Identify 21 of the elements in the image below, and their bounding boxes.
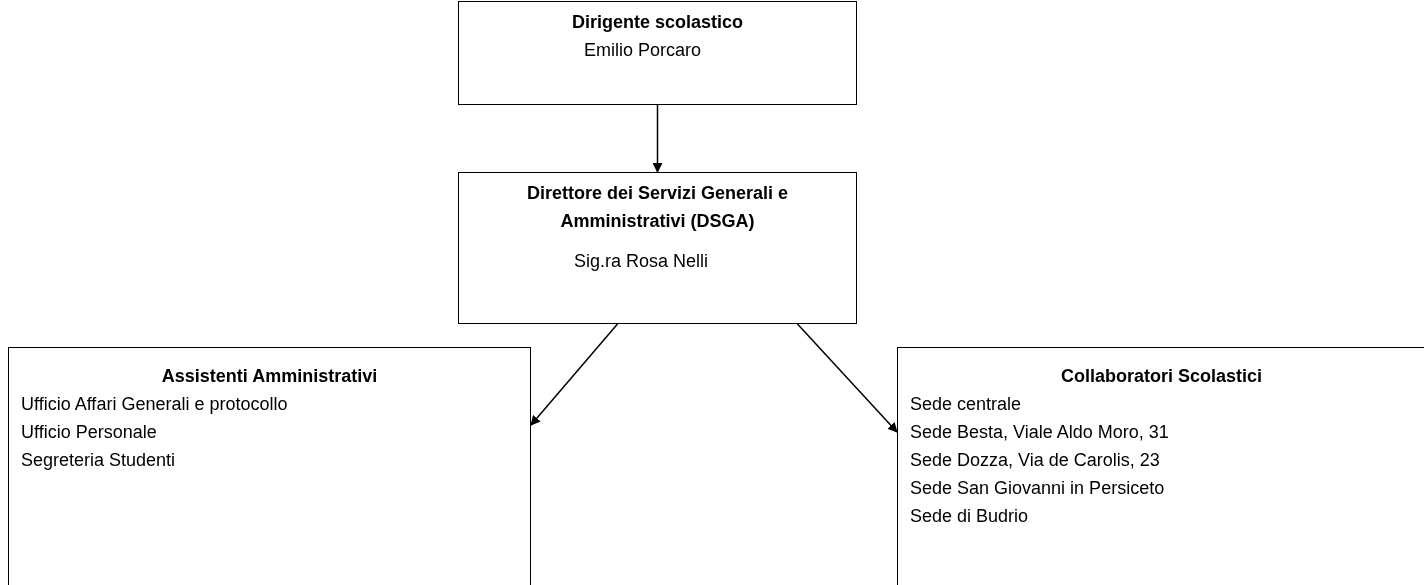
org-box [458, 1, 857, 105]
node-heading: Dirigente scolastico [570, 11, 745, 34]
list-item: Sede di Budrio [910, 505, 1030, 528]
org-box [458, 172, 857, 324]
node-heading: Direttore dei Servizi Generali e Amministrativi (DSGA) [525, 182, 790, 233]
node-heading: Collaboratori Scolastici [1059, 365, 1264, 388]
org-box [897, 347, 1424, 585]
list-item: Sede Dozza, Via de Carolis, 23 [910, 449, 1161, 472]
list-item: Ufficio Personale [21, 421, 158, 444]
arrow [796, 323, 898, 433]
list-item: Sede San Giovanni in Persiceto [910, 477, 1166, 500]
list-item: Sede Besta, Viale Aldo Moro, 31 [910, 421, 1170, 444]
org-box [8, 347, 531, 585]
node-text: Emilio Porcaro [583, 39, 703, 62]
arrow [652, 104, 663, 173]
list-item: Sede centrale [910, 393, 1023, 416]
list-item: Ufficio Affari Generali e protocollo [21, 393, 289, 416]
list-item: Segreteria Studenti [21, 449, 177, 472]
node-heading: Assistenti Amministrativi [160, 365, 379, 388]
arrow [530, 323, 619, 426]
node-text: Sig.ra Rosa Nelli [573, 250, 710, 273]
